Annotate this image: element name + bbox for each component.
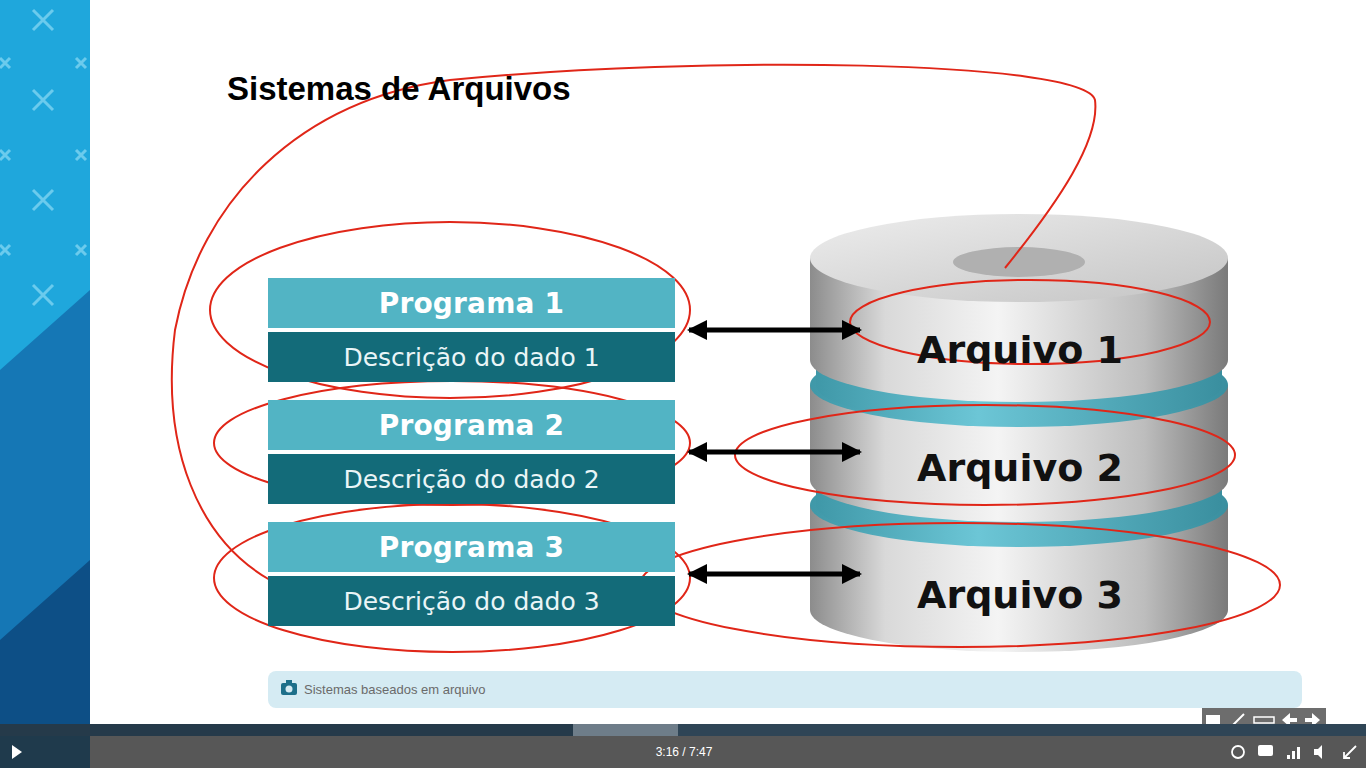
player-bar [0,724,1366,768]
program-name: Programa 2 [379,409,565,442]
program-block: Programa 3 Descrição do dado 3 [268,522,675,626]
program-name: Programa 3 [379,531,565,564]
program-header: Programa 2 [268,400,675,450]
slide-title: Sistemas de Arquivos [227,70,571,108]
data-description: Descrição do dado 2 [343,465,599,494]
video-time: 3:16 / 7:47 [656,745,713,759]
file-name: Arquivo 3 [917,573,1123,617]
program-block: Programa 2 Descrição do dado 2 [268,400,675,504]
disk-stack [810,214,1228,652]
program-name: Programa 1 [379,287,565,320]
file-name: Arquivo 1 [917,328,1123,372]
data-description: Descrição do dado 1 [343,343,599,372]
file-disk-layer: Arquivo 2 [860,440,1180,496]
side-stripe [0,0,90,724]
file-disk-layer: Arquivo 3 [860,567,1180,623]
program-header: Programa 1 [268,278,675,328]
file-disk-layer: Arquivo 1 [860,322,1180,378]
double-arrow [689,450,860,455]
data-description: Descrição do dado 3 [343,587,599,616]
data-description-band: Descrição do dado 1 [268,332,675,382]
annotation-scribble [172,65,1280,652]
file-name: Arquivo 2 [917,446,1123,490]
caption-bar [268,671,1302,708]
program-header: Programa 3 [268,522,675,572]
program-block: Programa 1 Descrição do dado 1 [268,278,675,382]
double-arrow [689,572,860,577]
data-description-band: Descrição do dado 3 [268,576,675,626]
double-arrow [689,328,860,333]
caption: Sistemas baseados em arquivo [304,682,485,697]
data-description-band: Descrição do dado 2 [268,454,675,504]
